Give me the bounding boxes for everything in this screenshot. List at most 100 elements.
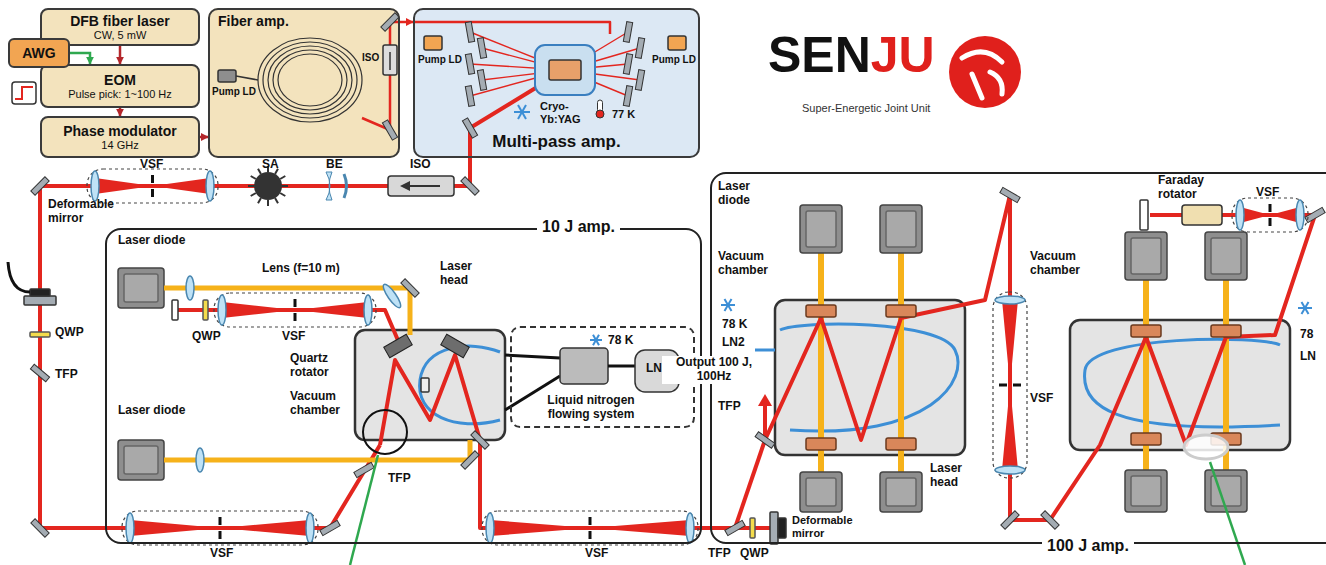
laser-diode-face bbox=[1131, 476, 1161, 506]
part-label: ISO bbox=[410, 158, 431, 172]
laser-diode-face bbox=[1211, 238, 1241, 274]
part-label: VSF bbox=[210, 547, 233, 561]
sa-fin bbox=[248, 185, 254, 187]
laser-beam bbox=[765, 195, 1315, 520]
ln2-pipe bbox=[608, 365, 635, 368]
vsf-housing bbox=[482, 511, 698, 545]
part-label: Pump LD bbox=[418, 54, 462, 66]
laser-head bbox=[1131, 433, 1161, 445]
focused-beam bbox=[590, 520, 690, 536]
vacuum-chamber bbox=[775, 300, 965, 455]
laser-head bbox=[886, 305, 916, 317]
sa-fin bbox=[258, 198, 261, 203]
faraday-rotator bbox=[1182, 205, 1222, 225]
part-label: QWP bbox=[740, 547, 769, 561]
ln2-pipe bbox=[505, 355, 560, 358]
part-label: VSF bbox=[1256, 186, 1279, 200]
process-box: Phase modulator14 GHz bbox=[40, 116, 200, 158]
sa-fin bbox=[282, 185, 288, 187]
mirror bbox=[725, 520, 745, 535]
sa-fin bbox=[258, 169, 261, 174]
pinhole bbox=[1269, 204, 1272, 212]
pump-ld bbox=[424, 36, 442, 50]
laser-diode-face bbox=[806, 478, 836, 506]
part-label: BE bbox=[326, 158, 343, 172]
laser-diode bbox=[800, 472, 842, 512]
snowflake-icon bbox=[593, 335, 599, 345]
mirror bbox=[382, 120, 397, 140]
laser-head bbox=[1211, 325, 1241, 337]
pump-ld bbox=[218, 70, 236, 82]
laser-head bbox=[1131, 325, 1161, 337]
lens bbox=[364, 295, 372, 325]
part-label: 78 K bbox=[608, 334, 633, 348]
mirror bbox=[1000, 187, 1020, 202]
laser-diode bbox=[800, 205, 842, 253]
mirror bbox=[31, 519, 49, 537]
snowflake-icon bbox=[518, 105, 526, 119]
part-label: TFP bbox=[55, 368, 78, 382]
part-label: Pump LD bbox=[212, 86, 256, 98]
generator-box: AWG bbox=[8, 38, 70, 68]
fiber bbox=[236, 76, 258, 80]
part-label: SA bbox=[262, 158, 279, 172]
lens bbox=[486, 513, 494, 543]
sa-fin bbox=[251, 176, 256, 179]
laser-diode-face bbox=[886, 478, 916, 506]
sa-fin bbox=[275, 198, 278, 203]
snowflake-icon bbox=[593, 335, 599, 345]
node-title: AWG bbox=[22, 45, 55, 61]
pinhole bbox=[294, 313, 297, 321]
part-label: TFP bbox=[388, 472, 411, 486]
part-label: TFP bbox=[708, 547, 731, 561]
mirror bbox=[477, 70, 486, 91]
mirror bbox=[320, 520, 340, 535]
logo-mark bbox=[949, 36, 1021, 108]
signal-arrow bbox=[200, 136, 208, 139]
snowflake-icon bbox=[1302, 302, 1309, 314]
pinhole bbox=[294, 299, 297, 307]
laser-diode-face bbox=[1131, 238, 1161, 274]
sa-fin bbox=[251, 193, 256, 196]
mirror bbox=[381, 13, 399, 31]
part-label: Pump LD bbox=[652, 54, 696, 66]
logo-text: Super-Energetic Joint Unit bbox=[802, 102, 930, 115]
mirror bbox=[461, 451, 479, 469]
part-label: Lens (f=10 m) bbox=[262, 262, 340, 276]
pinhole bbox=[1269, 218, 1272, 226]
focused-beam bbox=[222, 302, 295, 318]
part-label: Laser head bbox=[440, 260, 490, 288]
fiber-coil bbox=[278, 54, 342, 106]
node-title: Liquid nitrogen flowing system bbox=[526, 394, 656, 422]
mirror bbox=[755, 432, 775, 448]
lens bbox=[1236, 200, 1244, 230]
laser-diode bbox=[880, 205, 922, 253]
snowflake-icon bbox=[725, 299, 732, 311]
lens bbox=[218, 295, 226, 325]
deformable-mirror-actuator bbox=[778, 518, 786, 538]
part-label: Vacuum chamber bbox=[290, 390, 354, 418]
pinhole bbox=[219, 517, 222, 525]
part-label: 77 K bbox=[612, 108, 635, 121]
part-label: Deformable mirror bbox=[48, 198, 128, 226]
signal-arrow bbox=[119, 46, 122, 64]
part-label: Quartz rotator bbox=[290, 352, 352, 380]
waveplate bbox=[30, 332, 50, 337]
cryostat bbox=[535, 45, 595, 95]
snowflake-icon bbox=[1302, 302, 1309, 314]
laser-diode bbox=[118, 440, 164, 480]
laser-head bbox=[384, 334, 413, 357]
part-label: Laser head bbox=[930, 462, 974, 490]
node-subtext: 14 GHz bbox=[101, 139, 138, 152]
laser-beam bbox=[362, 22, 400, 130]
part-label: Deformable mirror bbox=[792, 514, 868, 539]
thermometer-bulb bbox=[596, 110, 604, 118]
isolator-arrow bbox=[389, 52, 391, 70]
pinhole bbox=[589, 531, 592, 539]
focused-beam bbox=[1002, 300, 1018, 385]
fiber-coil bbox=[258, 38, 362, 122]
vsf-housing bbox=[122, 511, 318, 545]
output-arrowhead bbox=[758, 394, 772, 406]
fiber-coil bbox=[273, 50, 347, 110]
